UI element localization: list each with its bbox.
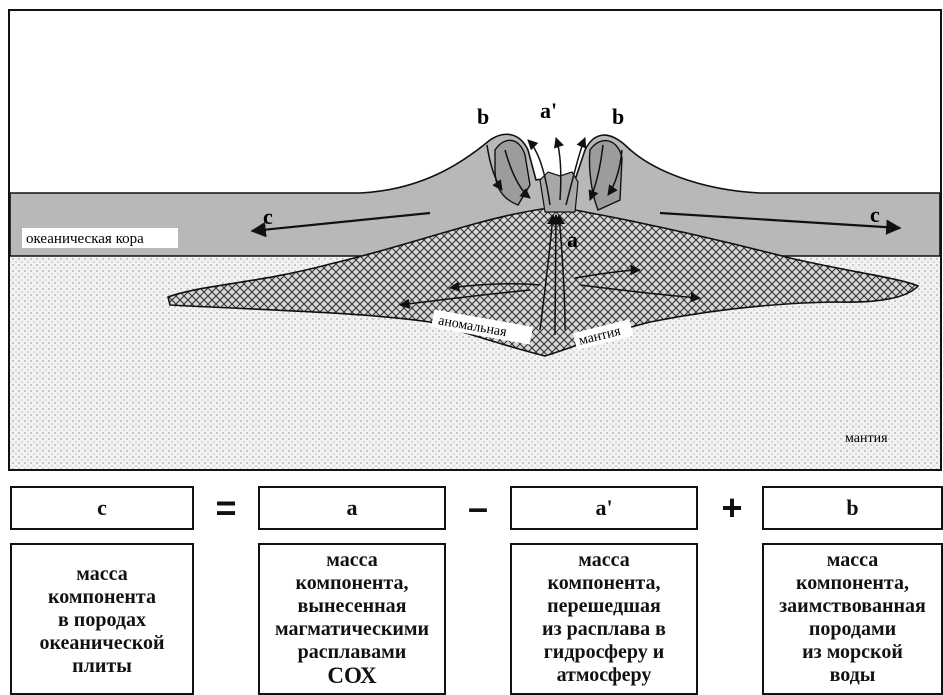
label-c-right: c (870, 202, 880, 227)
desc-line: магматическими (275, 618, 429, 641)
desc-line: из расплава в (542, 618, 666, 641)
mid-ocean-ridge-diagram: b a' b c c a океаническая кора аномальна… (0, 0, 943, 480)
term-b-symbol: b (846, 495, 858, 521)
desc-line: компонента, (796, 572, 909, 595)
desc-line: вынесенная (298, 595, 407, 618)
desc-line: гидросферу и (544, 641, 665, 664)
desc-line: компонента, (547, 572, 660, 595)
desc-line: СОХ (327, 664, 376, 687)
label-a-prime: a' (540, 98, 557, 123)
term-a-description: масса компонента, вынесенная магматическ… (258, 543, 446, 695)
term-a-prime-description: масса компонента, перешедшая из расплава… (510, 543, 698, 695)
desc-line: атмосферу (557, 664, 652, 687)
desc-line: масса (578, 549, 629, 572)
desc-line: породами (809, 618, 896, 641)
desc-line: масса (76, 563, 127, 586)
operator-plus: + (712, 488, 752, 528)
desc-line: расплавами (298, 641, 407, 664)
desc-line: компонента (48, 586, 156, 609)
label-oceanic-crust: океаническая кора (26, 231, 144, 247)
term-c-box: c (10, 486, 194, 530)
term-a-prime-box: a' (510, 486, 698, 530)
desc-line: в породах (58, 609, 146, 632)
label-c-left: c (263, 204, 273, 229)
term-a-symbol: a (347, 495, 358, 521)
desc-line: перешедшая (547, 595, 661, 618)
desc-line: из морской (802, 641, 903, 664)
term-a-box: a (258, 486, 446, 530)
desc-line: заимствованная (779, 595, 926, 618)
label-b-right: b (612, 104, 624, 129)
term-a-prime-symbol: a' (595, 495, 612, 521)
term-b-description: масса компонента, заимствованная породам… (762, 543, 943, 695)
term-b-box: b (762, 486, 943, 530)
label-a: a (567, 227, 578, 252)
desc-line: масса (326, 549, 377, 572)
term-c-description: масса компонента в породах океанической … (10, 543, 194, 695)
desc-line: воды (830, 664, 876, 687)
desc-line: океанической (39, 632, 164, 655)
label-mantle: мантия (845, 431, 888, 446)
desc-line: плиты (72, 655, 132, 678)
desc-line: компонента, (295, 572, 408, 595)
operator-equals: = (206, 488, 246, 528)
desc-line: масса (827, 549, 878, 572)
term-c-symbol: c (97, 495, 107, 521)
label-b-left: b (477, 104, 489, 129)
operator-minus: – (458, 488, 498, 528)
